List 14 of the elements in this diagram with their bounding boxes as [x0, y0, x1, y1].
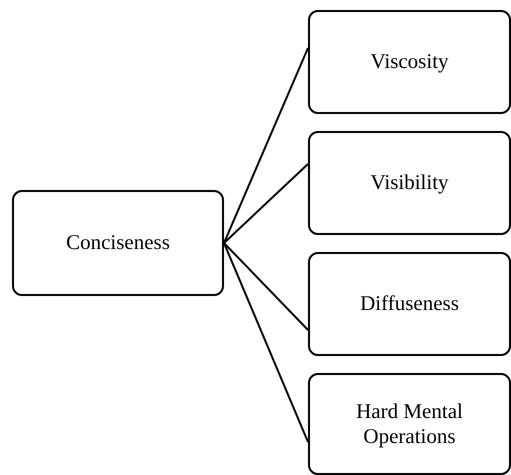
connector-line	[223, 242, 309, 331]
box-label: Hard Mental Operations	[355, 398, 464, 450]
box-label: Conciseness	[65, 230, 171, 256]
process-box	[308, 10, 511, 114]
connector-line	[223, 163, 309, 244]
box-label: Visibility	[369, 170, 450, 196]
box-label: Diffuseness	[359, 291, 460, 317]
process-box	[308, 131, 511, 235]
process-box	[308, 373, 511, 475]
process-box	[12, 190, 224, 296]
process-box	[308, 252, 511, 356]
box-label: Viscosity	[369, 49, 450, 75]
connector-line	[223, 242, 309, 442]
connector-line	[223, 48, 309, 244]
